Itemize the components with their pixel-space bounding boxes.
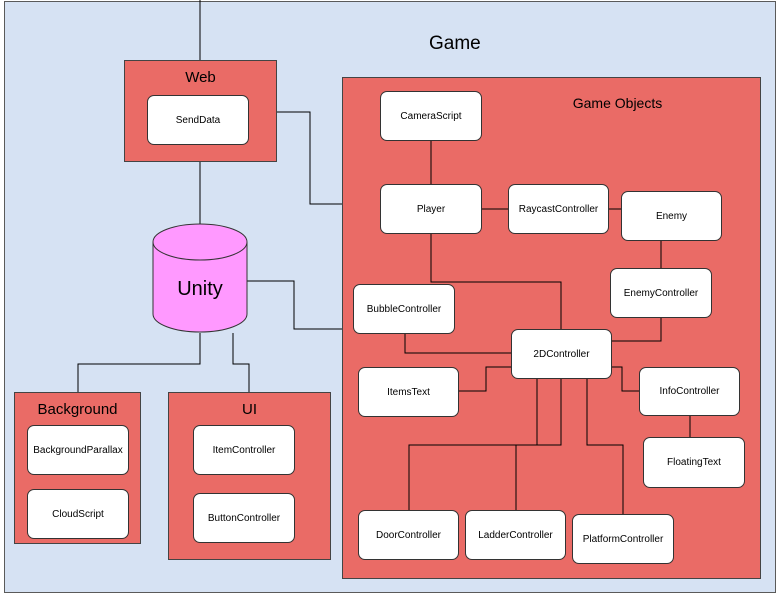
enemycontroller-node[interactable]: EnemyController bbox=[610, 268, 712, 318]
cloudscript-node[interactable]: CloudScript bbox=[27, 489, 129, 539]
2dcontroller-node[interactable]: 2DController bbox=[511, 329, 612, 379]
player-node[interactable]: Player bbox=[380, 184, 482, 234]
unity-cylinder-body bbox=[152, 242, 248, 333]
enemy-node[interactable]: Enemy bbox=[621, 191, 722, 241]
2dcontroller-door-connector bbox=[408, 379, 562, 510]
ui-label: UI bbox=[242, 401, 257, 418]
senddata-node[interactable]: SendData bbox=[147, 95, 249, 145]
infocontroller-node[interactable]: InfoController bbox=[639, 367, 740, 416]
platformcontroller-node[interactable]: PlatformController bbox=[572, 514, 674, 564]
game-title: Game bbox=[429, 33, 481, 54]
itemcontroller-node[interactable]: ItemController bbox=[193, 425, 295, 475]
itemstext-node[interactable]: ItemsText bbox=[358, 367, 459, 417]
unity-cylinder-top bbox=[152, 223, 248, 261]
doorcontroller-node[interactable]: DoorController bbox=[358, 510, 459, 560]
bubble-2dcontroller-connector bbox=[404, 334, 511, 354]
game-objects-label: Game Objects bbox=[572, 95, 663, 111]
web-label: Web bbox=[185, 69, 216, 86]
unity-ui-connector bbox=[232, 333, 250, 392]
itemstext-2dcontroller-connector bbox=[459, 366, 511, 392]
enemyctrl-2dcontroller-connector bbox=[612, 318, 662, 342]
unity-gameobjects-connector bbox=[247, 280, 342, 330]
bubblecontroller-node[interactable]: BubbleController bbox=[353, 284, 455, 334]
background-label: Background bbox=[37, 401, 118, 418]
unity-background-connector bbox=[77, 333, 201, 392]
buttoncontroller-node[interactable]: ButtonController bbox=[193, 493, 295, 543]
laddercontroller-node[interactable]: LadderController bbox=[465, 510, 566, 560]
unity-label: Unity bbox=[177, 278, 223, 300]
web-gameobjects-connector bbox=[277, 111, 342, 205]
raycastcontroller-node[interactable]: RaycastController bbox=[508, 184, 609, 234]
unity-database[interactable] bbox=[152, 223, 248, 333]
camerascript-node[interactable]: CameraScript bbox=[380, 91, 482, 141]
backgroundparallax-node[interactable]: BackgroundParallax bbox=[27, 425, 129, 475]
player-2dcontroller-connector bbox=[430, 234, 562, 329]
floatingtext-node[interactable]: FloatingText bbox=[643, 437, 745, 488]
2dcontroller-platform-connector bbox=[586, 379, 624, 514]
info-2dcontroller-connector bbox=[612, 366, 639, 392]
